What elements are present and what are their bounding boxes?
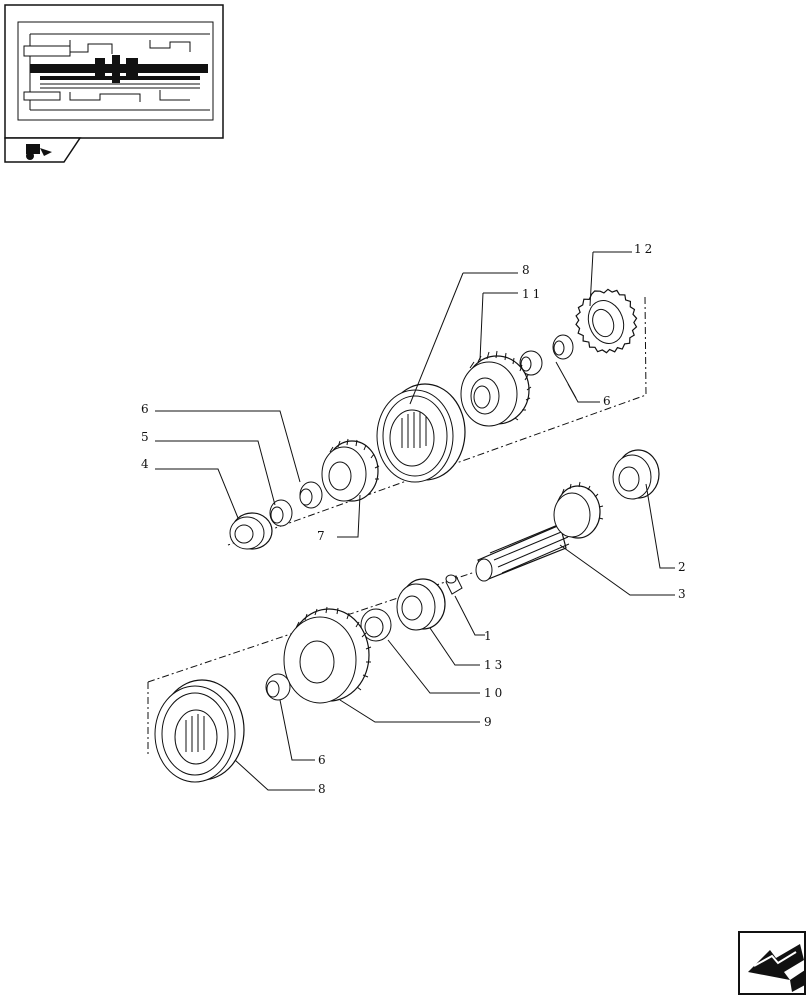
label-7: 7 xyxy=(317,529,328,543)
part-8-sleeve-upper xyxy=(376,383,466,483)
part-13-bearing xyxy=(396,578,446,631)
tractor-tab[interactable] xyxy=(4,137,82,163)
part-1-pin xyxy=(445,574,463,595)
label-11: 11 xyxy=(522,287,543,301)
previous-page-button[interactable] xyxy=(738,931,806,995)
label-10: 10 xyxy=(484,686,505,700)
part-10-washer xyxy=(360,608,392,642)
tractor-icon xyxy=(26,144,52,160)
label-12: 12 xyxy=(634,242,655,256)
part-7-gear xyxy=(321,438,380,502)
part-12-gear xyxy=(575,288,638,354)
part-6-bushing-upper xyxy=(519,334,574,376)
part-labels: 12 8 11 6 6 5 4 7 2 3 1 13 10 9 6 8 xyxy=(141,242,689,796)
leader-lines xyxy=(155,251,675,791)
label-9: 9 xyxy=(484,715,495,729)
label-3: 3 xyxy=(678,587,689,601)
part-11-gear xyxy=(460,350,532,427)
label-6-upper-right: 6 xyxy=(603,394,614,408)
part-2-bearing xyxy=(612,449,660,500)
label-5: 5 xyxy=(141,430,152,444)
part-9-gear xyxy=(283,606,372,704)
label-8-upper: 8 xyxy=(522,263,533,277)
part-5-ring xyxy=(269,499,293,527)
label-1: 1 xyxy=(484,629,495,643)
part-6-bushing-left xyxy=(299,481,323,509)
label-6-upper-left: 6 xyxy=(141,402,152,416)
label-13: 13 xyxy=(484,658,505,672)
label-2: 2 xyxy=(678,560,689,574)
part-4-bearing xyxy=(229,512,273,550)
part-3-shaft xyxy=(475,481,604,582)
locator-thumbnail-icon[interactable] xyxy=(4,4,224,139)
previous-page-arrow-icon xyxy=(748,944,805,992)
part-8-sleeve-lower xyxy=(154,679,245,783)
part-6-bushing-lower xyxy=(265,673,291,701)
label-6-lower: 6 xyxy=(318,753,329,767)
label-8-lower: 8 xyxy=(318,782,329,796)
label-4: 4 xyxy=(141,457,152,471)
